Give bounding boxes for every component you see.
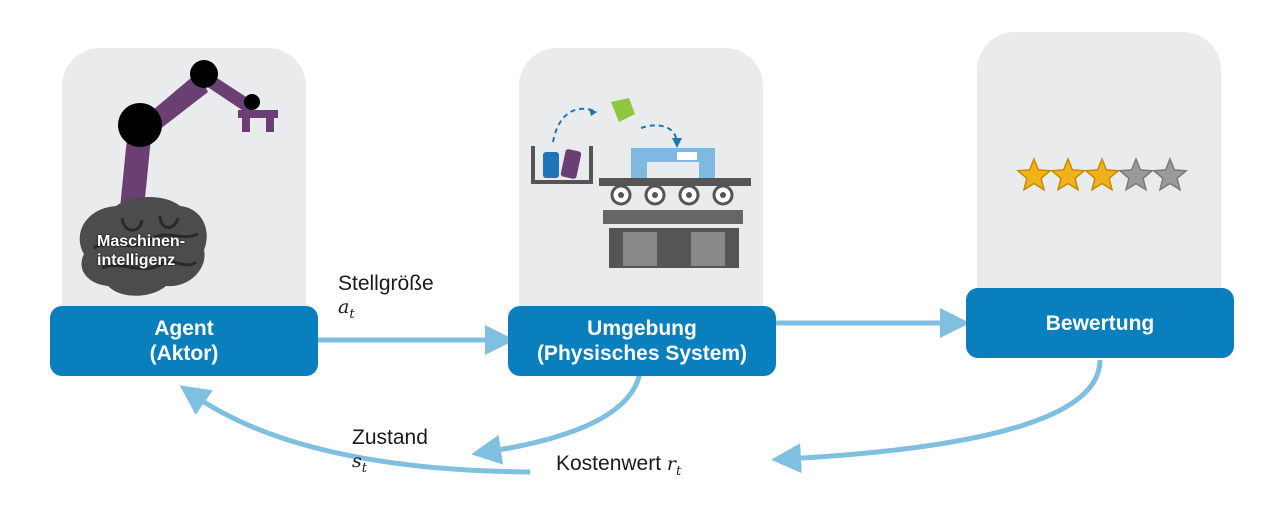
star-filled-icon	[1083, 156, 1121, 192]
star-filled-icon	[1016, 156, 1053, 192]
blue-bottle-icon	[543, 152, 559, 178]
star-empty-icon	[1151, 156, 1189, 192]
cost-label-text: Kostenwert	[556, 452, 662, 475]
action-symbol: at	[338, 296, 355, 322]
cost-symbol: rt	[666, 453, 682, 479]
star-empty-icon	[1117, 156, 1155, 192]
state-symbol: st	[352, 450, 367, 476]
agent-title: Agent	[154, 317, 214, 340]
environment-box: Umgebung (Physisches System)	[508, 306, 776, 376]
brain-icon	[79, 197, 207, 296]
state-label-text: Zustand	[352, 426, 428, 449]
purple-bottle-icon	[560, 149, 582, 179]
cost-label: Kostenwert rt	[556, 452, 681, 479]
green-part-icon	[611, 98, 635, 122]
agent-subtitle: (Aktor)	[149, 342, 219, 365]
evaluation-panel	[977, 32, 1221, 292]
state-arrow	[471, 371, 643, 465]
brain-label-line2: intelligenz	[97, 252, 176, 269]
evaluation-title: Bewertung	[1045, 311, 1155, 335]
feedback-to-agent-arrow	[179, 385, 531, 475]
star-rating	[1016, 156, 1189, 192]
star-filled-icon	[1049, 156, 1087, 192]
evaluation-box: Bewertung	[966, 288, 1234, 358]
environment-subtitle: (Physisches System)	[536, 342, 748, 365]
conveyor-system-icon	[531, 98, 751, 268]
action-label-text: Stellgröße	[338, 272, 434, 295]
robot-arm-icon	[79, 60, 278, 296]
action-label: Stellgröße at	[338, 272, 434, 322]
state-label: Zustand st	[352, 426, 428, 476]
brain-label: Maschinen- intelligenz	[97, 232, 185, 270]
cost-arrow	[771, 359, 1103, 474]
agent-box: Agent (Aktor)	[50, 306, 318, 376]
brain-label-line1: Maschinen-	[97, 233, 186, 250]
environment-title: Umgebung	[587, 317, 697, 340]
